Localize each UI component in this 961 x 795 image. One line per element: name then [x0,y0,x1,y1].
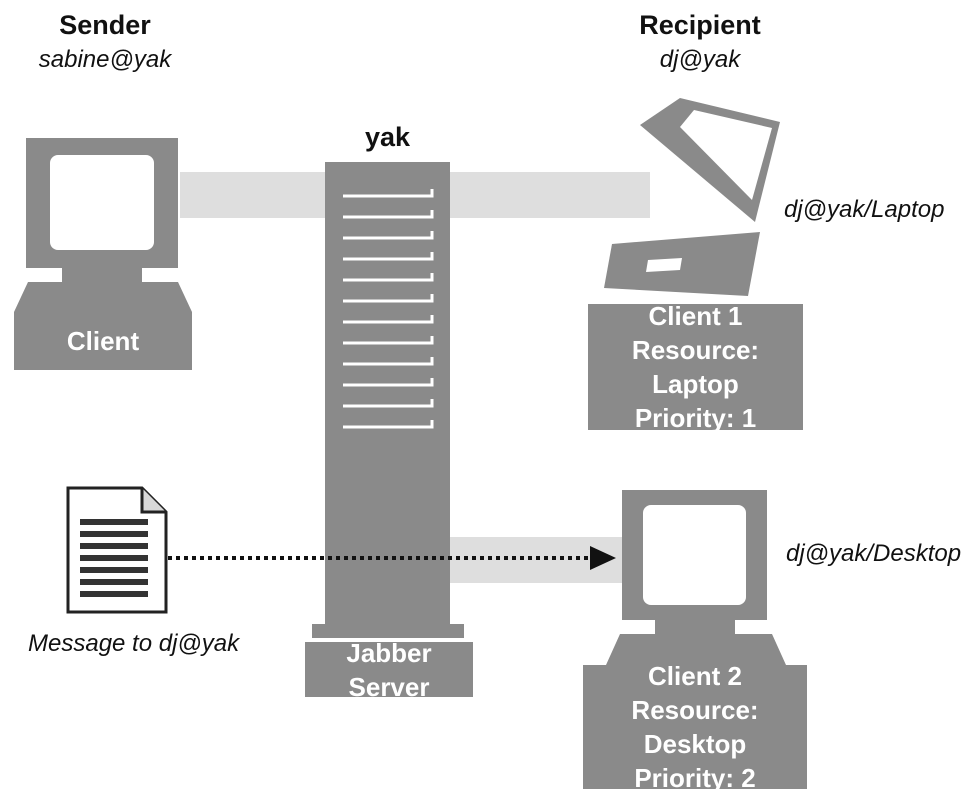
desktop-jid: dj@yak/Desktop [786,540,961,567]
desktop-client-resource: Resource: Desktop [631,695,759,759]
desktop-monitor-icon [606,490,786,665]
desktop-client-priority: Priority: 2 [634,763,756,793]
laptop-client-name: Client 1 [648,301,743,331]
server-tower-icon [312,162,464,638]
desktop-client-box: Client 2 Resource: Desktop Priority: 2 [583,661,807,793]
message-label: Message to dj@yak [28,630,240,657]
recipient-title: Recipient [639,10,761,40]
laptop-client-resource: Resource: Laptop [631,335,760,399]
laptop-client-box: Client 1 Resource: Laptop Priority: 1 [588,301,803,433]
laptop-icon [604,98,780,296]
server-host-label: yak [364,122,411,152]
recipient-address: dj@yak [659,46,741,73]
sender-monitor-icon [14,138,192,312]
message-document-icon [66,486,168,614]
sender-client-box: Client [14,312,192,370]
server-label-box: Jabber Server [305,638,473,702]
laptop-connection-band [450,172,650,218]
laptop-client-priority: Priority: 1 [634,403,757,433]
delivery-arrow [168,546,616,570]
sender-address: sabine@yak [38,46,172,73]
laptop-jid: dj@yak/Laptop [784,196,945,223]
sender-client-label: Client [66,326,140,356]
server-drive-bays [343,189,434,429]
server-label: Jabber Server [346,637,432,702]
sender-title: Sender [59,10,151,40]
sender-connection-band [180,172,330,218]
desktop-client-name: Client 2 [648,661,742,691]
